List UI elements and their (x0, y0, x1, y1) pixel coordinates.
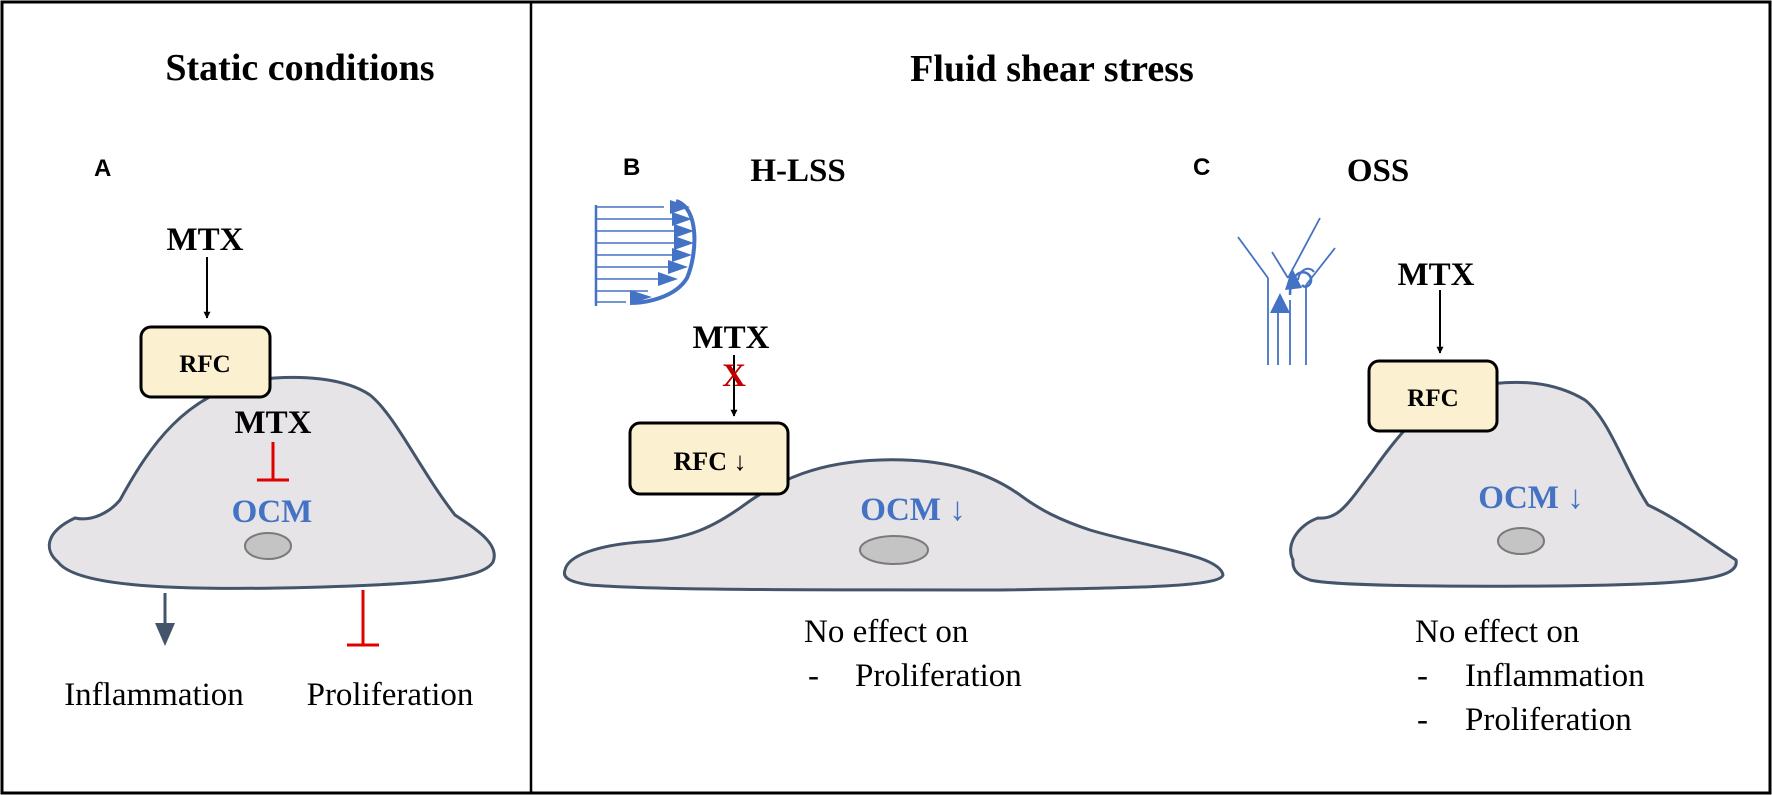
panel-a-nucleus (244, 532, 292, 560)
panel-a-inflammation-label: Inflammation (64, 677, 244, 713)
panel-a-rfc-label: RFC (179, 351, 230, 378)
panel-a-mtx-outside: MTX (167, 222, 244, 258)
panel-b-no-effect-title: No effect on (804, 614, 968, 650)
panel-b: B H-LSS RFC ↓ (562, 153, 1225, 694)
panel-c: C OSS RFC MTX OCM ↓ No effect (1193, 153, 1738, 738)
title-static-conditions: Static conditions (165, 47, 434, 89)
oscillatory-flow-icon (1237, 217, 1336, 365)
panel-c-nucleus (1497, 527, 1545, 555)
panel-b-rfc-box (628, 421, 790, 496)
panel-b-condition: H-LSS (750, 153, 845, 189)
panel-a-cell (47, 375, 496, 590)
panel-a-inflammation-arrow-head (155, 623, 175, 646)
panel-a-ocm: OCM (232, 494, 313, 530)
panel-a-rfc-box (139, 325, 272, 399)
panel-b-letter: B (623, 154, 640, 181)
panel-b-ocm: OCM ↓ (860, 492, 965, 528)
panel-b-no-effect-item: Proliferation (855, 658, 1022, 694)
panel-b-mtx-outside: MTX (693, 320, 770, 356)
title-fluid-shear-stress: Fluid shear stress (910, 48, 1194, 90)
panel-a-mtx-inside: MTX (235, 405, 312, 441)
panel-a: A RFC MTX MTX OCM Inflammation Prolifera… (47, 155, 496, 713)
panel-c-condition: OSS (1347, 153, 1409, 189)
panel-c-no-effect-title: No effect on (1415, 614, 1579, 650)
panel-a-proliferation-label: Proliferation (307, 677, 474, 713)
panel-b-rfc-label: RFC ↓ (674, 447, 747, 476)
panel-c-no-effect-dash-1: - (1417, 658, 1428, 694)
panel-c-rfc-label: RFC (1407, 385, 1458, 412)
panel-c-no-effect-item-1: Inflammation (1465, 658, 1645, 694)
panel-b-no-effect-dash: - (808, 658, 819, 694)
panel-c-no-effect-dash-2: - (1417, 702, 1428, 738)
panel-b-cell (562, 458, 1225, 592)
panel-b-nucleus (859, 535, 929, 565)
panel-c-cell (1289, 380, 1738, 588)
panel-b-block-mark: X (722, 358, 746, 394)
panel-c-rfc-box (1367, 359, 1499, 433)
panel-c-letter: C (1193, 154, 1210, 181)
panel-a-letter: A (94, 155, 111, 182)
panel-c-ocm: OCM ↓ (1478, 480, 1583, 516)
panel-c-mtx-outside: MTX (1398, 257, 1475, 293)
panel-c-no-effect-item-2: Proliferation (1465, 702, 1632, 738)
laminar-flow-icon (594, 199, 697, 306)
